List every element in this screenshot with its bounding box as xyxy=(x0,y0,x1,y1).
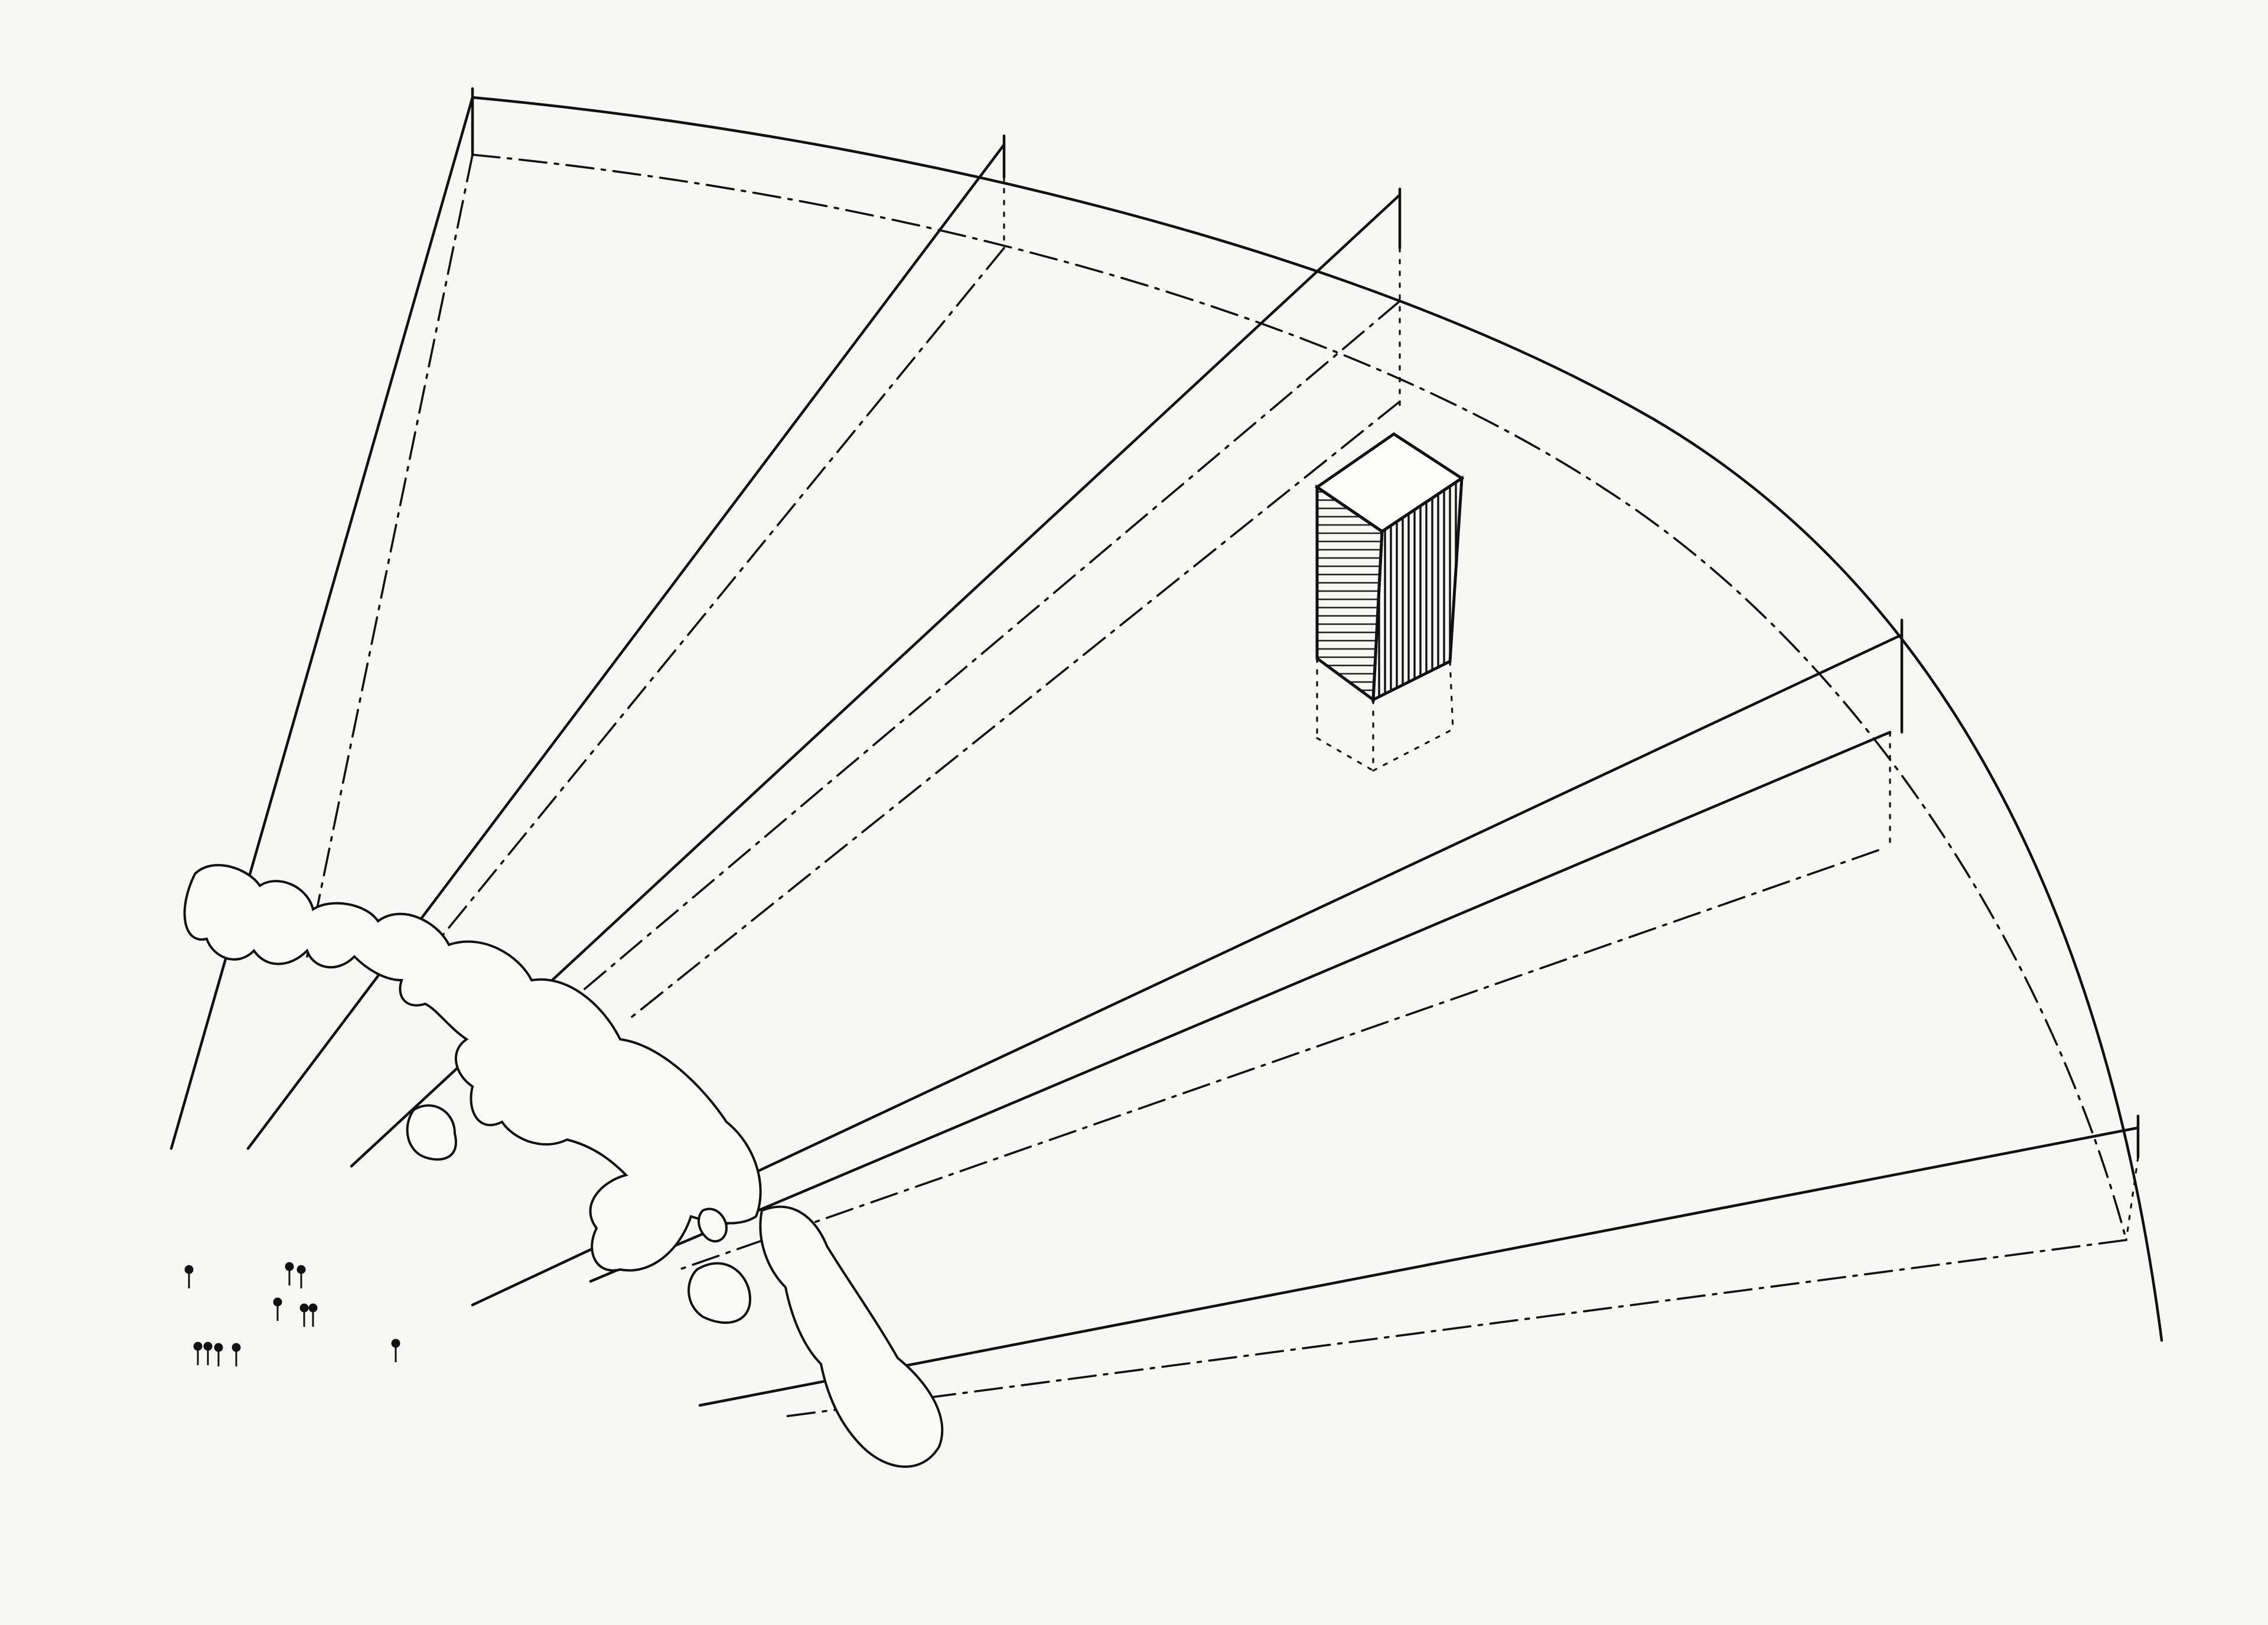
inner-arc xyxy=(471,154,2127,1241)
tower-block xyxy=(1314,432,1465,772)
tree-hedge xyxy=(183,864,944,1468)
outer-arc xyxy=(471,96,2163,1342)
human-figures xyxy=(184,1262,400,1366)
view-rays xyxy=(170,96,2140,1407)
sector-verticals xyxy=(471,87,2140,1241)
ground-rays xyxy=(306,154,2127,1418)
